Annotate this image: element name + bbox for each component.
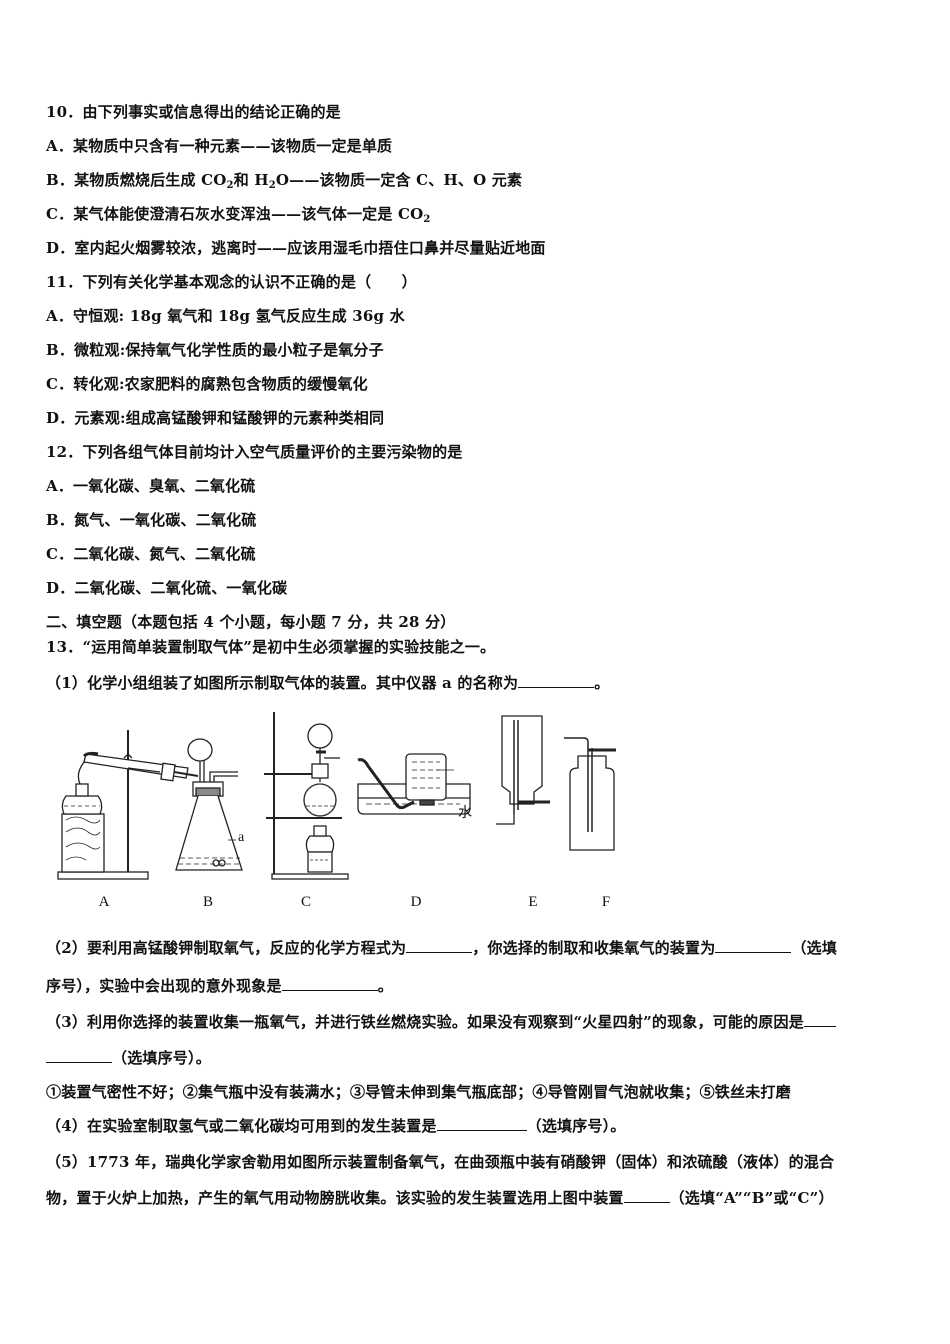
q13-part1: （1）化学小组组装了如图所示制取气体的装置。其中仪器 a 的名称为。	[46, 673, 610, 692]
water-annotation: 水	[458, 806, 472, 821]
q10-option-d: D．室内起火烟雾较浓，逃离时——应该用湿毛巾捂住口鼻并尽量贴近地面	[46, 239, 546, 257]
figure-label-c: C	[300, 894, 311, 910]
figure-label-a: A	[98, 894, 110, 910]
figure-label-b: B	[202, 894, 213, 910]
q13-part4: （4）在实验室制取氢气或二氧化碳均可用到的发生装置是（选填序号）。	[46, 1116, 626, 1135]
q13-part3-line1: （3）利用你选择的装置收集一瓶氧气，并进行铁丝燃烧实验。如果没有观察到“火星四射…	[46, 1012, 836, 1032]
figure-label-d: D	[410, 894, 422, 910]
q13-part2-line1: （2）要利用高锰酸钾制取氧气，反应的化学方程式为，你选择的制取和收集氧气的装置为…	[46, 938, 838, 957]
q10-option-a: A．某物质中只含有一种元素——该物质一定是单质	[46, 137, 393, 155]
figure-label-f: F	[601, 894, 611, 910]
apparatus-d-icon	[357, 753, 471, 815]
q13-part5-line1: （5）1773 年，瑞典化学家舍勒用如图所示装置制备氧气，在曲颈瓶中装有硝酸钾（…	[46, 1153, 835, 1171]
q12-stem: 12．下列各组气体目前均计入空气质量评价的主要污染物的是	[46, 443, 463, 461]
device-blank[interactable]	[623, 1188, 670, 1203]
section-heading: 二、填空题（本题包括 4 个小题，每小题 7 分，共 28 分）	[46, 613, 456, 631]
label-a-annotation: a	[238, 830, 245, 845]
q11-option-d: D．元素观:组成高锰酸钾和锰酸钾的元素种类相同	[46, 409, 385, 427]
q11-stem: 11．下列有关化学基本观念的认识不正确的是（ ）	[46, 273, 417, 291]
phenomenon-blank[interactable]	[281, 976, 378, 991]
apparatus-b-icon	[175, 738, 243, 871]
q13-part3-choices: ①装置气密性不好；②集气瓶中没有装满水；③导管未伸到集气瓶底部；④导管刚冒气泡就…	[46, 1083, 791, 1101]
q11-option-c: C．转化观:农家肥料的腐熟包含物质的缓慢氧化	[46, 375, 368, 393]
q12-option-b: B．氮气、一氧化碳、二氧化硫	[46, 511, 257, 529]
apparatus-e-icon	[496, 715, 550, 825]
q12-option-c: C．二氧化碳、氮气、二氧化硫	[46, 545, 256, 563]
reason-blank-end[interactable]	[46, 1048, 112, 1063]
q13-stem: 13．“运用简单装置制取气体”是初中生必须掌握的实验技能之一。	[46, 638, 496, 656]
generator-blank[interactable]	[436, 1116, 527, 1131]
apparatus-blank[interactable]	[715, 938, 792, 953]
answer-blank[interactable]	[518, 673, 595, 688]
apparatus-figure: a 水 A B C D E F	[50, 702, 650, 922]
q13-part5-line2: 物，置于火炉上加热，产生的氧气用动物膀胱收集。该实验的发生装置选用上图中装置（选…	[46, 1188, 834, 1207]
q13-part3-line2: （选填序号）。	[46, 1048, 211, 1068]
q11-option-b: B．微粒观:保持氧气化学性质的最小粒子是氧分子	[46, 341, 384, 359]
reason-blank-start[interactable]	[803, 1012, 836, 1027]
q12-option-d: D．二氧化碳、二氧化硫、一氧化碳	[46, 579, 288, 597]
q10-option-b: B．某物质燃烧后生成 CO2和 H2O——该物质一定含 C、H、O 元素	[46, 171, 523, 191]
apparatus-c-icon	[264, 712, 349, 880]
q10-option-c: C．某气体能使澄清石灰水变浑浊——该气体一定是 CO2	[46, 205, 431, 225]
apparatus-f-icon	[564, 737, 616, 851]
q12-option-a: A．一氧化碳、臭氧、二氧化硫	[46, 477, 256, 495]
q11-option-a: A．守恒观: 18g 氧气和 18g 氢气反应生成 36g 水	[46, 307, 405, 325]
equation-blank[interactable]	[406, 938, 473, 953]
apparatus-a-icon	[57, 730, 199, 880]
figure-label-e: E	[528, 894, 538, 910]
q13-part2-line2: 序号），实验中会出现的意外现象是。	[46, 976, 393, 995]
q10-stem: 10．由下列事实或信息得出的结论正确的是	[46, 103, 341, 121]
